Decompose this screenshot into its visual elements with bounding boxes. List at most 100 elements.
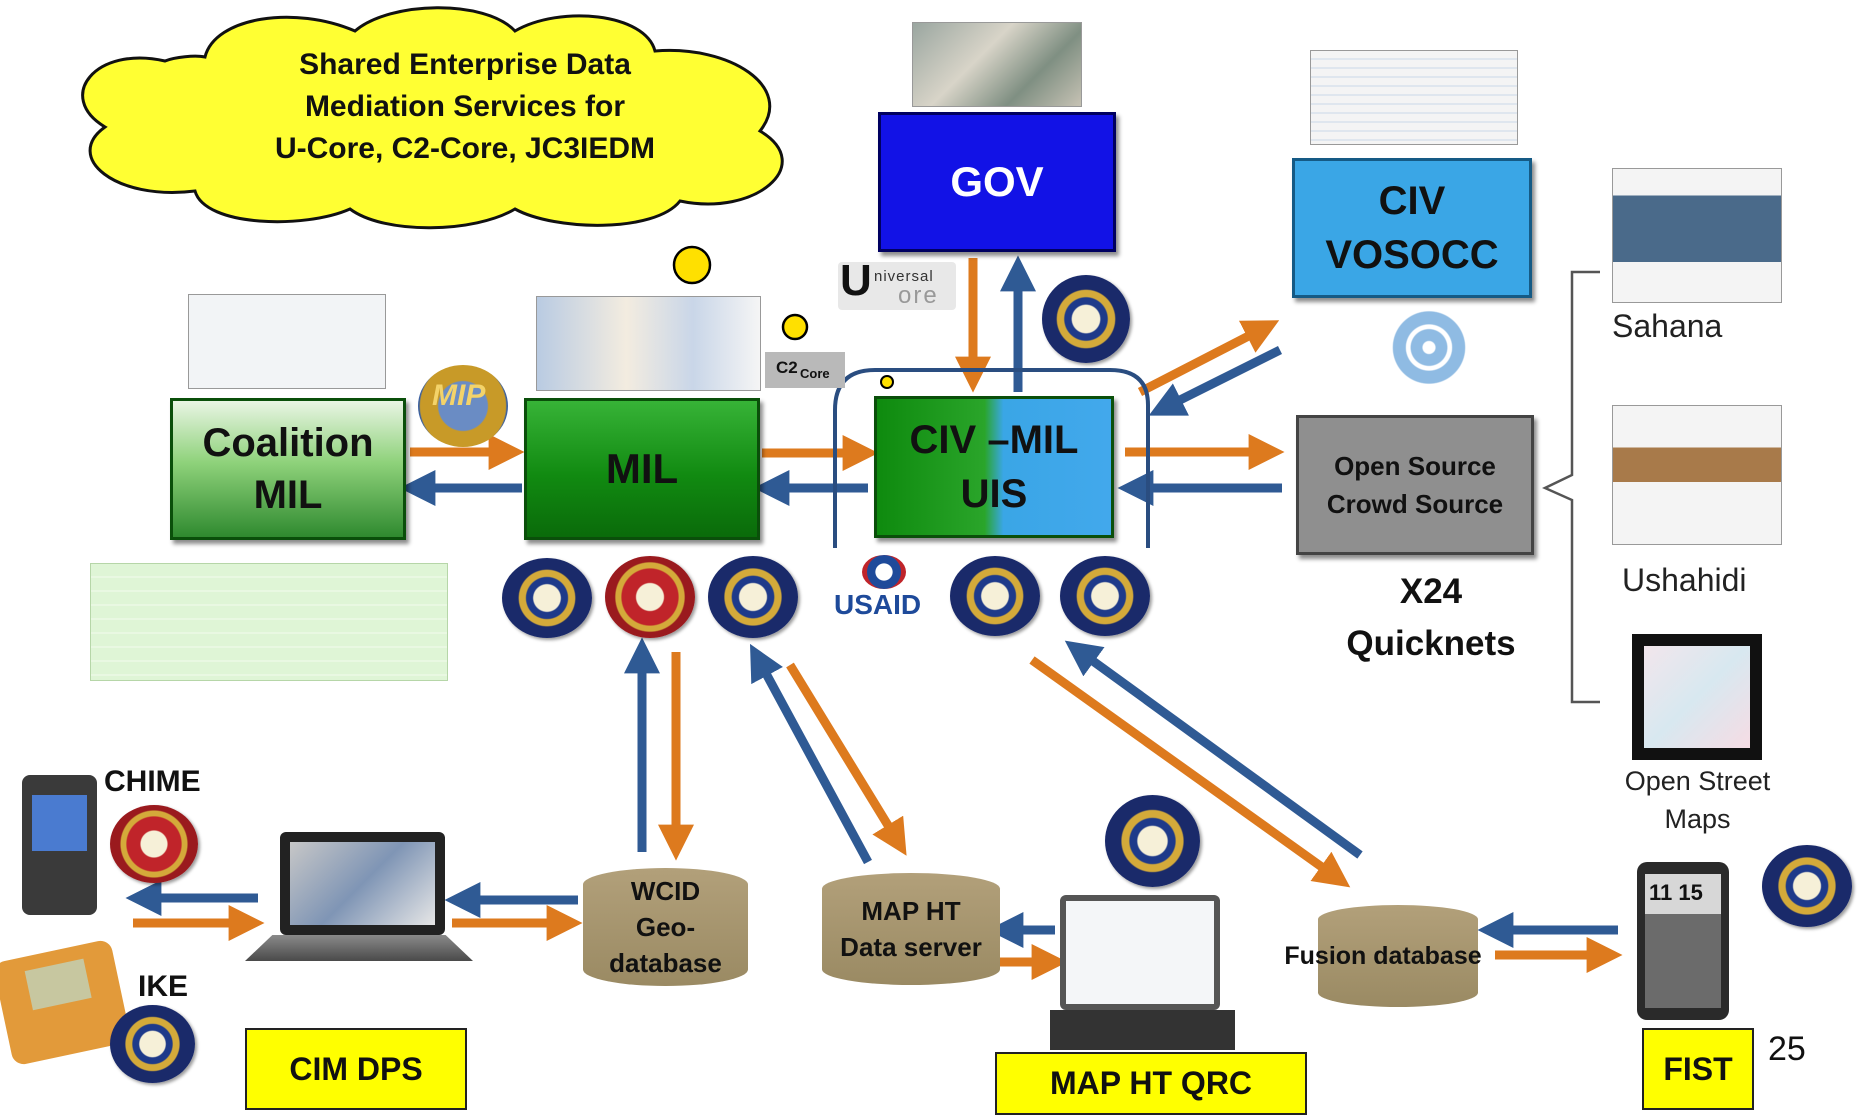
civ-vosocc-box: CIV VOSOCC — [1292, 158, 1532, 298]
civ-mil-uis-line2: UIS — [960, 472, 1028, 516]
cim-dps-label-box: CIM DPS — [245, 1028, 467, 1110]
yellow-dot — [672, 245, 712, 285]
chime-marines-seal — [110, 805, 198, 883]
fist-label: FIST — [1663, 1050, 1733, 1087]
ucore-logo: U niversal ore — [838, 256, 956, 310]
coalition-mil-line2: MIL — [253, 473, 323, 517]
open-source-box: Open Source Crowd Source — [1296, 415, 1534, 555]
sources-bracket — [1542, 270, 1600, 704]
dod-seal — [1060, 556, 1150, 636]
dhs-seal — [1042, 275, 1130, 363]
civ-vosocc-line1: CIV — [1378, 179, 1446, 223]
mip-logo: MIP — [418, 365, 508, 447]
osm-thumbnail — [1632, 634, 1762, 760]
usaid-logo: USAID — [830, 555, 940, 625]
mil-box: MIL — [524, 398, 760, 540]
osm-line2: Maps — [1664, 804, 1731, 834]
arrow-mil-to-mapht — [786, 662, 907, 856]
fist-phone-screen: 11 15 — [1645, 874, 1721, 1008]
chime-handheld-device — [22, 775, 97, 915]
chime-label: CHIME — [104, 765, 201, 798]
rugged-laptop — [1060, 895, 1220, 1010]
civmil-frame — [833, 368, 1150, 548]
ucore-niversal: niversal — [874, 268, 934, 285]
arrow-civmil-to-fusion — [1029, 656, 1351, 888]
ucore-u: U — [840, 256, 872, 305]
open-source-line1: Open Source — [1334, 451, 1496, 481]
cloud-line1: Shared Enterprise Data — [299, 48, 631, 81]
osm-map — [1644, 646, 1750, 748]
arrow-fusion-to-civmil — [1064, 640, 1363, 859]
cloud-line3: U-Core, C2-Core, JC3IEDM — [274, 132, 656, 165]
mip-logo-text: MIP — [432, 379, 486, 412]
sahana-label: Sahana — [1612, 308, 1723, 344]
usaid-emblem — [862, 555, 906, 589]
mil-label: MIL — [605, 445, 679, 492]
usaid-text: USAID — [834, 589, 922, 620]
cloud-shape — [81, 6, 784, 230]
x24-line2: Quicknets — [1346, 624, 1516, 663]
civ-mil-uis-line1: CIV –MIL — [909, 418, 1079, 462]
marines-seal — [605, 556, 695, 638]
wcid-line2: Geo-database — [609, 912, 722, 978]
fist-label-box: FIST — [1642, 1028, 1754, 1110]
arrow-mapht-to-mil — [750, 643, 872, 865]
gov-box: GOV — [878, 112, 1116, 252]
osm-label: Open Street Maps — [1610, 762, 1785, 838]
army-seal — [502, 558, 592, 638]
civ-vosocc-line2: VOSOCC — [1325, 233, 1499, 277]
c2core-text: C2 — [776, 358, 798, 377]
civ-mil-uis-box: CIV –MIL UIS — [874, 396, 1114, 538]
chime-screen — [32, 795, 87, 851]
arrow-civmil-to-vosocc — [1137, 320, 1280, 396]
navy-seal — [708, 556, 798, 638]
ushahidi-thumbnail — [1612, 405, 1782, 545]
rugged-laptop-screen — [1066, 901, 1214, 1004]
fusion-database: Fusion database — [1284, 905, 1482, 1007]
coalition-mil-line1: Coalition — [202, 421, 374, 465]
map-ht-qrc-label-box: MAP HT QRC — [995, 1052, 1307, 1115]
gov-map-thumbnail — [912, 22, 1082, 107]
osm-line1: Open Street — [1624, 766, 1771, 796]
map-ht-qrc-label: MAP HT QRC — [1049, 1065, 1253, 1101]
fusion-label: Fusion database — [1284, 941, 1482, 970]
cloud-text: Shared Enterprise Data Mediation Service… — [245, 44, 685, 170]
rugged-laptop-base — [1050, 1010, 1235, 1050]
coalition-map-thumbnail — [188, 294, 386, 389]
cloud-line2: Mediation Services for — [304, 90, 626, 123]
gov-label: GOV — [950, 158, 1044, 205]
wcid-line1: WCID — [630, 876, 701, 906]
sahana-thumbnail — [1612, 168, 1782, 303]
laptop-screen — [280, 832, 445, 935]
ike-army-seal — [110, 1005, 195, 1083]
c2core-logo: C2 Core — [765, 352, 845, 388]
un-emblem — [1383, 310, 1475, 385]
laptop-display — [290, 842, 435, 925]
fist-smartphone: 11 15 — [1637, 862, 1729, 1020]
state-dept-seal — [950, 556, 1040, 636]
coalition-mil-box: Coalition MIL — [170, 398, 406, 540]
map-ht-database: MAP HT Data server — [822, 873, 1000, 985]
cim-dps-label: CIM DPS — [289, 1050, 423, 1087]
wcid-database: WCID Geo-database — [583, 868, 748, 986]
open-source-line2: Crowd Source — [1326, 489, 1504, 519]
ushahidi-label: Ushahidi — [1622, 562, 1747, 598]
laptop-base — [245, 935, 473, 961]
vosocc-thumbnail — [1310, 50, 1518, 145]
ucore-ore: ore — [898, 282, 939, 309]
c2core-sub: Core — [800, 366, 830, 381]
map-ht-line1: MAP HT — [861, 896, 961, 926]
yellow-dot — [781, 313, 809, 341]
yellow-dot — [880, 375, 894, 389]
mil-screens-thumbnail — [536, 296, 761, 391]
member-flags-table — [90, 563, 448, 681]
map-ht-line2: Data server — [840, 932, 982, 962]
ike-label: IKE — [138, 970, 189, 1003]
fist-dod-seal — [1762, 845, 1852, 927]
fist-clock: 11 15 — [1649, 880, 1703, 905]
x24-line1: X24 — [1399, 572, 1463, 611]
engineer-corps-seal — [1105, 795, 1200, 887]
ike-screen — [24, 958, 92, 1011]
